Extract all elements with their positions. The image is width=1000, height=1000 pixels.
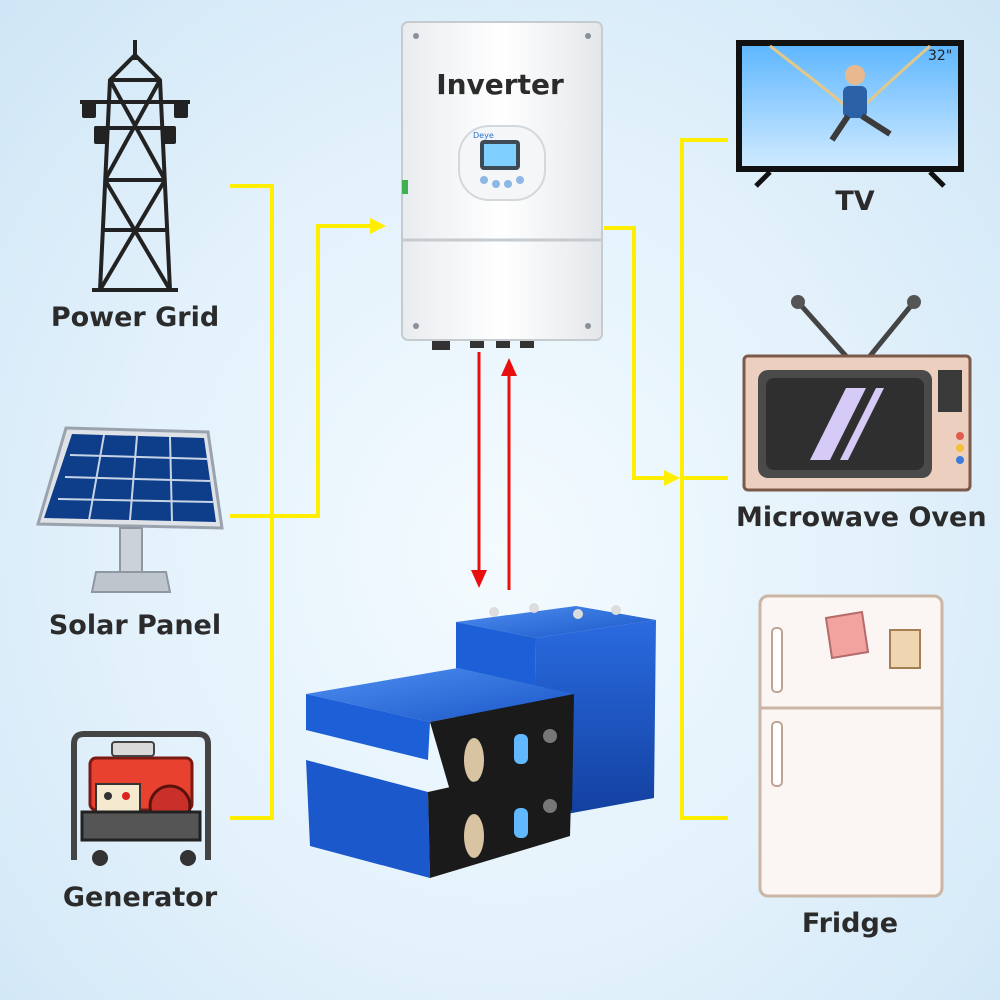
fridge-icon (758, 594, 944, 898)
microwave-icon (742, 295, 972, 492)
inverter-brand: Deye (473, 131, 494, 140)
battery-arrows (471, 352, 517, 590)
solar-panel-label: Solar Panel (48, 610, 222, 641)
microwave-label: Microwave Oven (736, 502, 987, 533)
generator-label: Generator (62, 882, 218, 913)
grid-wire (230, 184, 274, 820)
power-grid-label: Power Grid (50, 302, 220, 333)
inverter-output-wire (604, 226, 664, 480)
tv-icon: 32" (736, 40, 964, 188)
inverter-input-arrow (370, 218, 386, 234)
solar-wire (230, 224, 370, 518)
inverter-icon: Deye (401, 21, 603, 350)
tv-label: TV (835, 186, 875, 217)
wiring (230, 138, 728, 820)
fridge-label: Fridge (801, 908, 899, 939)
solar-panel-icon (36, 426, 224, 593)
battery-bank-icon (306, 603, 656, 878)
power-grid-icon (80, 40, 190, 292)
generator-icon (71, 731, 211, 866)
output-arrow (664, 470, 680, 486)
tv-size-label: 32" (928, 48, 952, 64)
inverter-label: Inverter (436, 68, 564, 101)
